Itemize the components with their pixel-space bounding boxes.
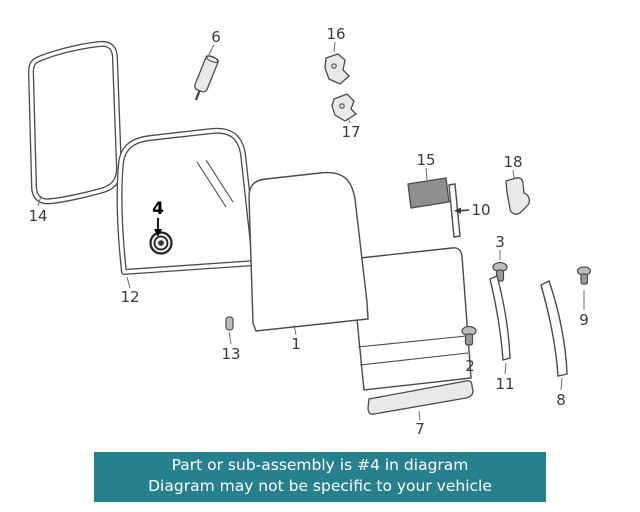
bracket-shape [505, 177, 531, 215]
part-9-clip[interactable]: 9 [576, 266, 592, 329]
part-label-11[interactable]: 11 [495, 375, 514, 393]
leader-line-11 [504, 362, 507, 375]
part-label-15[interactable]: 15 [416, 151, 435, 169]
frame-outline [116, 127, 258, 275]
frame-outline-inner [117, 129, 257, 274]
left-arrow-icon [454, 207, 461, 214]
leader-line-8 [560, 377, 563, 391]
panel-crease-line [359, 352, 469, 366]
hinge-bolt-hole [331, 63, 337, 69]
part-15-pad[interactable]: 15 [407, 151, 450, 209]
pin-tip [194, 90, 201, 101]
highlight-arrow-head-icon [154, 229, 162, 237]
part-label-12[interactable]: 12 [120, 288, 139, 306]
part-6-door-check[interactable]: 6 [190, 28, 221, 102]
part-label-2[interactable]: 2 [465, 357, 475, 375]
hinge-body [324, 53, 350, 85]
leader-line-7 [418, 410, 421, 421]
banner-line-1: Part or sub-assembly is #4 in diagram [171, 456, 469, 474]
part-label-6[interactable]: 6 [211, 28, 221, 46]
door-shell-shape [248, 171, 369, 332]
strip-shape [448, 183, 461, 238]
part-18-bracket[interactable]: 18 [503, 153, 531, 215]
grommet-middle-ring [153, 235, 169, 251]
glass-reflection-line [205, 159, 234, 203]
clip-stem [580, 273, 589, 285]
pin-body [225, 316, 234, 331]
leader-line-16 [333, 41, 336, 53]
part-label-10[interactable]: 10 [471, 201, 490, 219]
leader-line-1 [293, 324, 297, 336]
part-label-3[interactable]: 3 [495, 233, 505, 251]
outer-door-panel[interactable] [350, 247, 472, 391]
leader-line-2 [468, 347, 471, 358]
part-14-door-opening-seal[interactable]: 14 [28, 40, 122, 225]
part-8-sash-strip[interactable]: 8 [540, 280, 568, 409]
part-label-7[interactable]: 7 [415, 420, 425, 438]
arrow-shaft-10 [460, 209, 470, 212]
banner-line-2: Diagram may not be specific to your vehi… [148, 477, 492, 495]
grommet-center [158, 240, 164, 246]
part-1-door-shell[interactable]: 1 [248, 171, 369, 353]
part-label-16[interactable]: 16 [326, 25, 345, 43]
part-label-17[interactable]: 17 [341, 123, 360, 141]
leader-line-18 [512, 169, 515, 179]
sash-shape [489, 275, 511, 361]
leader-line-14 [37, 195, 42, 207]
leader-line-17 [347, 117, 351, 124]
part-10-strip[interactable]: 10 [448, 183, 491, 238]
exploded-parts-diagram: 14 12 4 6 [28, 25, 592, 438]
pad-shape [407, 177, 450, 209]
part-4-grommet-highlighted[interactable]: 4 [149, 199, 173, 255]
part-label-13[interactable]: 13 [221, 345, 240, 363]
part-label-1[interactable]: 1 [291, 335, 301, 353]
part-label-8[interactable]: 8 [556, 391, 566, 409]
part-3-clip[interactable]: 3 [492, 233, 508, 282]
sash-shape [540, 280, 568, 377]
hinge-bolt-hole [339, 103, 345, 109]
outer-panel-shape [350, 247, 472, 391]
leader-line-15 [425, 167, 428, 181]
leader-line-12 [126, 276, 131, 289]
part-7-molding[interactable]: 7 [367, 380, 474, 438]
pin-cylinder [194, 55, 219, 93]
leader-line-6 [207, 44, 215, 57]
clip-stem [464, 333, 474, 346]
part-13-pin[interactable]: 13 [221, 316, 241, 363]
part-11-sash-strip[interactable]: 11 [489, 275, 515, 393]
part-12-window-frame-seal[interactable]: 12 [116, 127, 258, 306]
part-17-lower-hinge[interactable]: 17 [331, 93, 361, 141]
seal-outline [28, 40, 122, 205]
door-check-body [194, 55, 219, 101]
diagram-note-banner: Part or sub-assembly is #4 in diagram Di… [94, 452, 546, 502]
leader-line-13 [228, 331, 232, 345]
part-label-18[interactable]: 18 [503, 153, 522, 171]
part-2-clip[interactable]: 2 [461, 325, 477, 376]
part-label-9[interactable]: 9 [579, 311, 589, 329]
part-label-14[interactable]: 14 [28, 207, 47, 225]
molding-shape [367, 380, 474, 415]
part-16-upper-hinge[interactable]: 16 [324, 25, 350, 85]
seal-outline-inner [29, 42, 121, 204]
pin-cap [205, 55, 219, 63]
part-label-4[interactable]: 4 [152, 199, 164, 219]
panel-crease-line [357, 335, 467, 348]
glass-reflection-line [196, 161, 227, 208]
